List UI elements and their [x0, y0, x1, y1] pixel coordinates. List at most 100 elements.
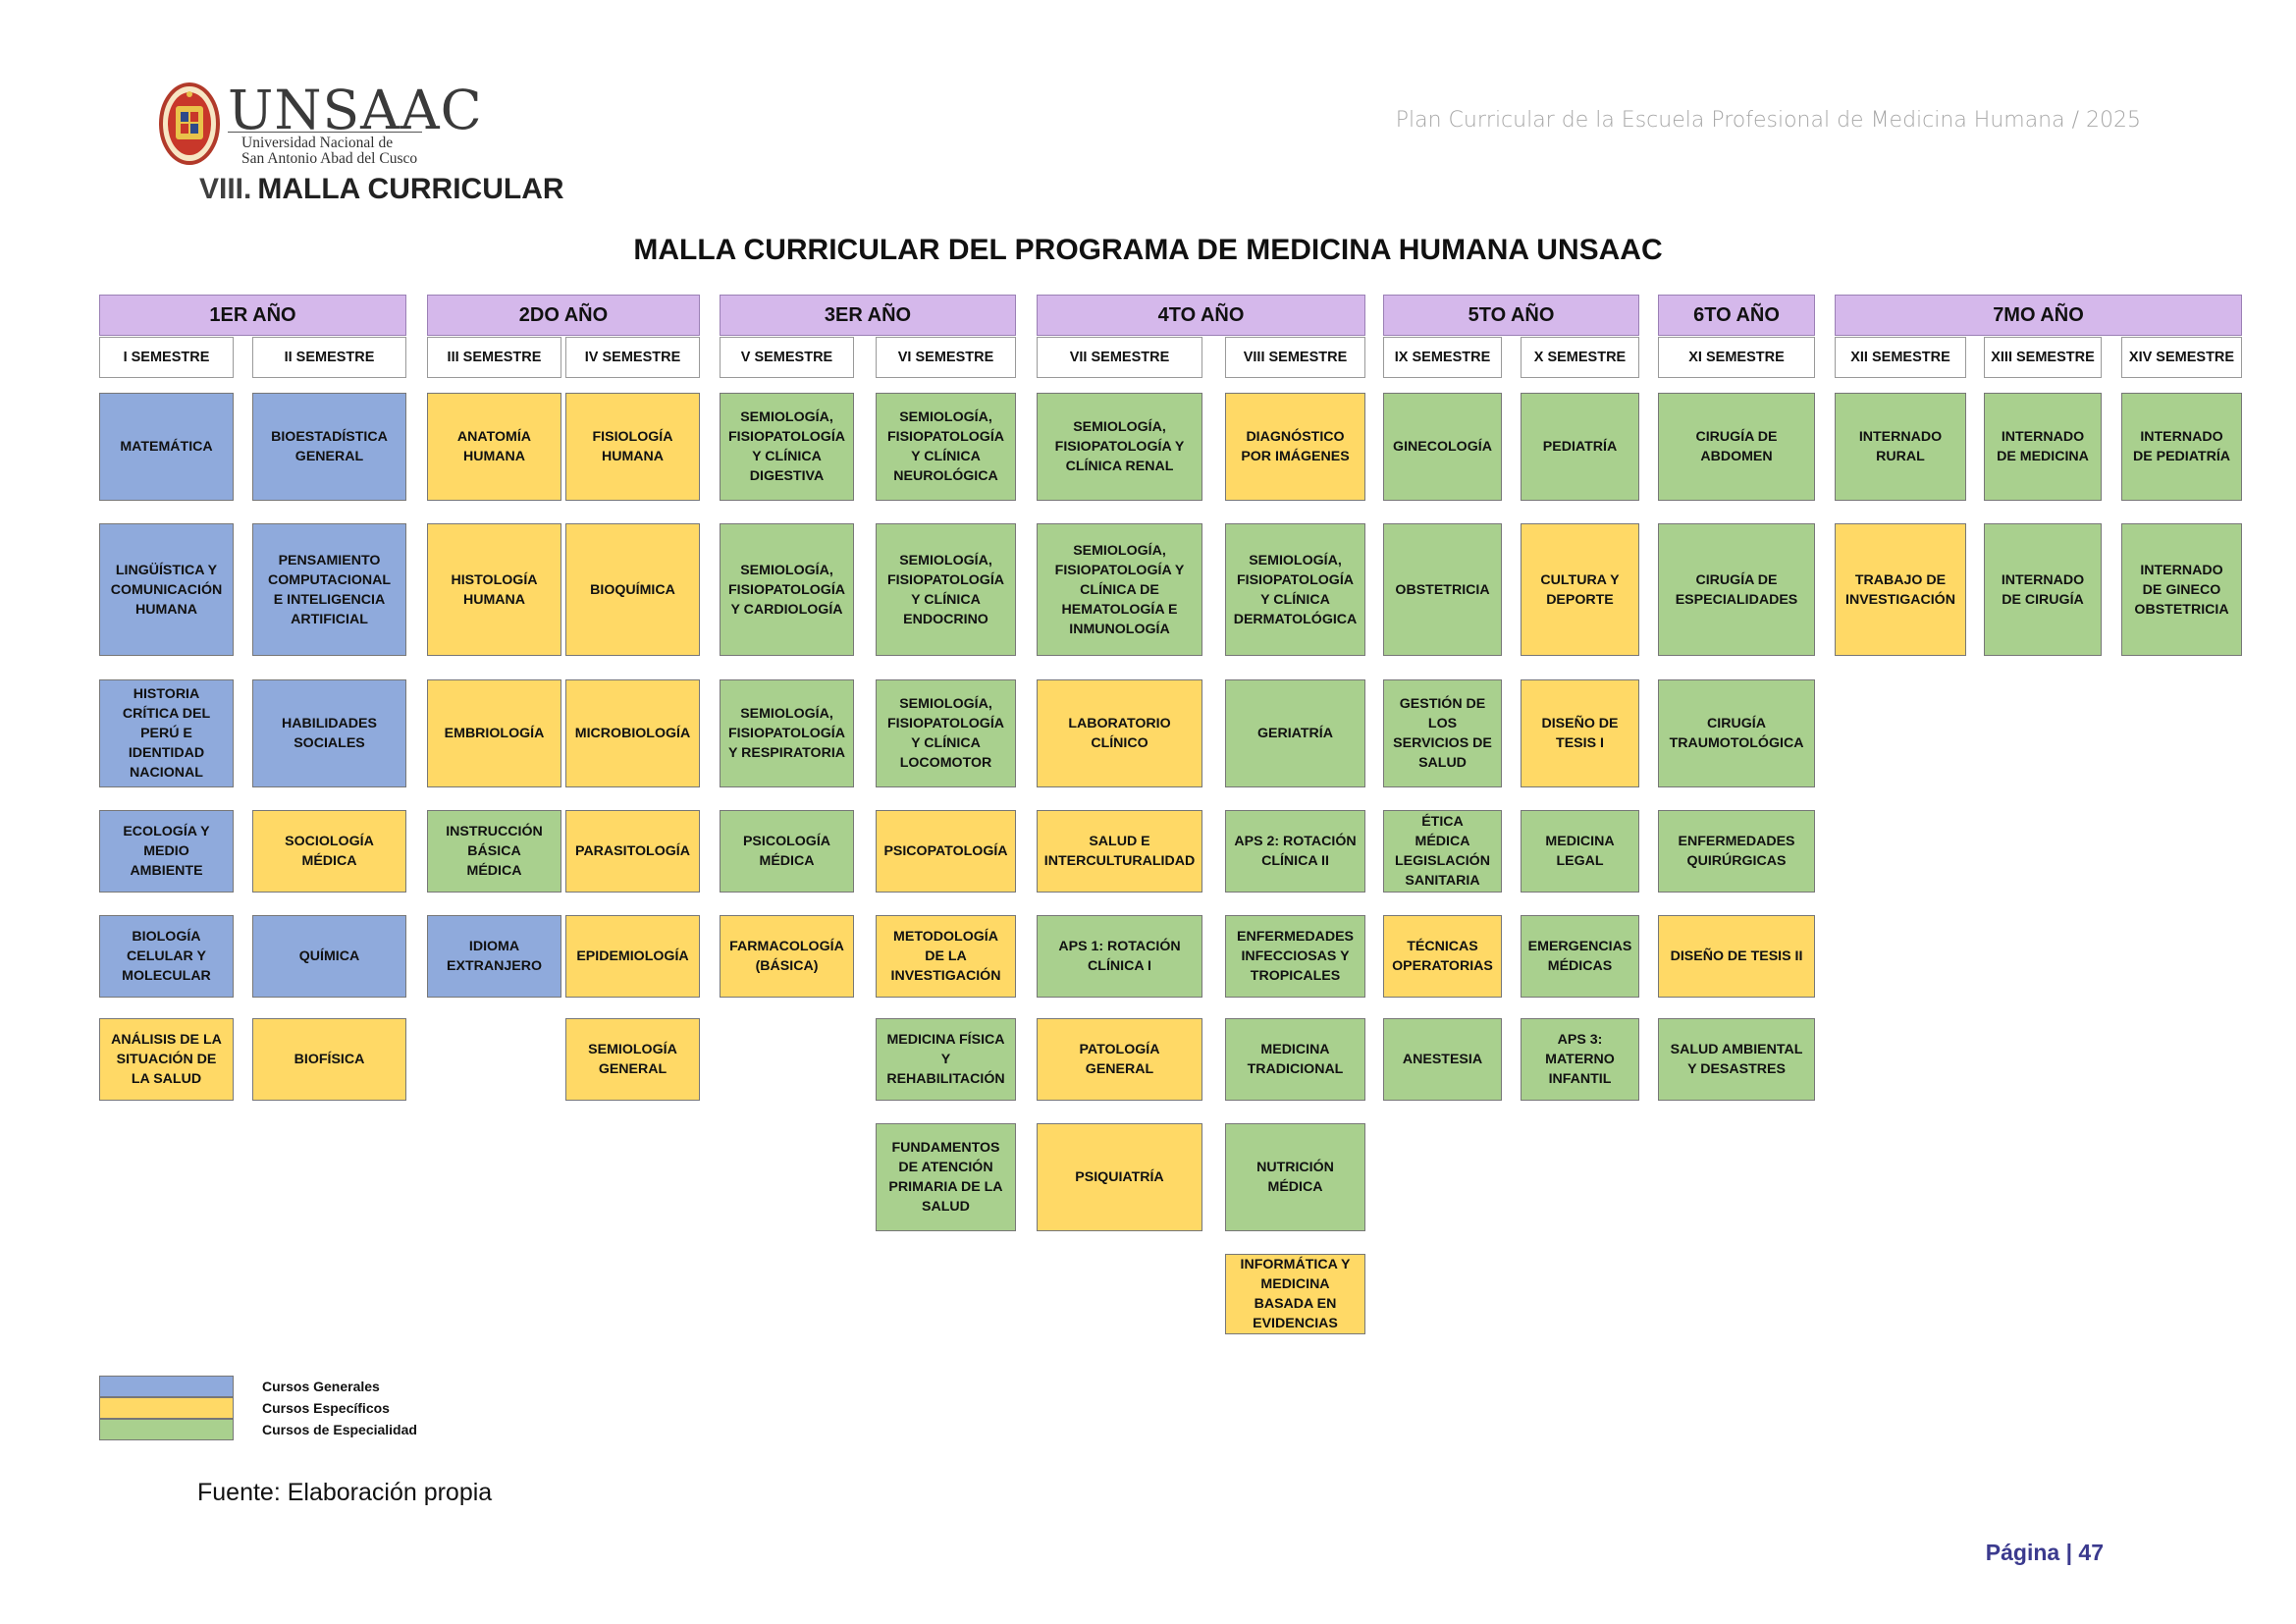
course-name-line: EPIDEMIOLOGÍA: [576, 948, 689, 964]
course-name-line: Y: [940, 1052, 951, 1067]
course-name-line: MEDICINA: [1260, 1042, 1330, 1057]
course-name-line: BÁSICA: [467, 843, 521, 859]
course-name-line: TESIS I: [1556, 735, 1604, 751]
course-name-line: DIGESTIVA: [749, 468, 825, 484]
course-name-line: MEDIO: [143, 843, 189, 859]
course-name-line: SOCIALES: [294, 735, 365, 751]
semester-header: II SEMESTRE: [252, 337, 406, 378]
course-name-line: BIOFÍSICA: [294, 1052, 365, 1067]
course-name-line: MATERNO: [1545, 1052, 1615, 1067]
course-name-line: QUÍMICA: [298, 948, 360, 964]
semester-header: X SEMESTRE: [1521, 337, 1639, 378]
course-name-line: MÉDICA: [466, 863, 522, 879]
course-name-line: LINGÜÍSTICA Y: [115, 562, 218, 578]
course-name-line: SANITARIA: [1405, 873, 1480, 889]
course-cell: OBSTETRICIA: [1383, 523, 1502, 656]
course-cell: MICROBIOLOGÍA: [565, 679, 700, 787]
course-name-line: MÉDICA: [1415, 834, 1470, 849]
course-name-line: FISIOPATOLOGÍA: [727, 726, 845, 741]
course-name-line: CLÍNICA II: [1261, 853, 1329, 869]
course-name-line: MÉDICA: [759, 853, 815, 869]
course-name-line: COMUNICACIÓN: [110, 581, 223, 598]
course-name-line: LOS: [1427, 716, 1458, 731]
course-name-line: INTERNADO: [2140, 429, 2223, 445]
course-cell: FARMACOLOGÍA(BÁSICA): [720, 915, 854, 998]
course-name-line: INTERNADO: [1858, 429, 1943, 445]
course-cell: DISEÑO DE TESIS I: [1521, 679, 1639, 787]
course-cell: BIOQUÍMICA: [565, 523, 700, 656]
course-name-line: SALUD E: [1089, 834, 1150, 849]
course-name-line: BIOQUÍMICA: [590, 581, 675, 598]
course-name-line: IDIOMA: [468, 939, 520, 954]
course-name: PEDIATRÍA: [1543, 437, 1617, 457]
semester-header: I SEMESTRE: [99, 337, 234, 378]
year-header: 7MO AÑO: [1835, 295, 2242, 336]
course-name-line: INFORMÁTICA Y: [1240, 1257, 1351, 1272]
course-name-line: TROPICALES: [1250, 968, 1341, 984]
course-name-line: CLÍNICA RENAL: [1065, 459, 1174, 474]
course-name-line: CRÍTICA DEL: [122, 706, 211, 722]
course-name-line: HUMANA: [462, 591, 526, 608]
course-name-line: PSIQUIATRÍA: [1075, 1169, 1164, 1185]
semester-header: IX SEMESTRE: [1383, 337, 1502, 378]
course-name: HABILIDADES SOCIALES: [282, 714, 377, 753]
course-name-line: DE MEDICINA: [1997, 449, 2089, 464]
course-name-line: HEMATOLOGÍA E: [1061, 601, 1178, 618]
course-name-line: DISEÑO DE: [1541, 716, 1619, 731]
logo-divider: [228, 132, 422, 133]
course-name: EMBRIOLOGÍA: [445, 724, 545, 743]
course-name-line: SEMIOLOGÍA,: [740, 409, 833, 425]
course-name-line: ANÁLISIS DE LA: [111, 1032, 222, 1048]
course-name-line: Y CLÍNICA: [752, 449, 822, 464]
year-header: 2DO AÑO: [427, 295, 700, 336]
course-name: PARASITOLOGÍA: [575, 841, 690, 861]
course-name-line: SEMIOLOGÍA: [588, 1042, 677, 1057]
course-name-line: SERVICIOS DE: [1393, 735, 1492, 751]
course-name: ANESTESIA: [1403, 1050, 1482, 1069]
course-name-line: EXTRANJERO: [447, 958, 542, 974]
course-name-line: FUNDAMENTOS: [891, 1140, 1000, 1156]
legend-label: Cursos de Especialidad: [262, 1422, 417, 1437]
course-name-line: SALUD: [922, 1199, 970, 1215]
course-name-line: MATEMÁTICA: [120, 439, 213, 455]
course-name-line: DISEÑO DE TESIS II: [1670, 948, 1803, 964]
course-name-line: HABILIDADES: [282, 716, 377, 731]
course-name-line: PENSAMIENTO: [278, 552, 381, 568]
course-name-line: OBSTETRICIA: [1395, 581, 1490, 598]
course-name-line: ÉTICA: [1421, 814, 1464, 830]
course-name-line: GINECOLOGÍA: [1393, 439, 1492, 455]
course-name-line: INTERNADO: [2140, 562, 2223, 578]
semester-header: XIV SEMESTRE: [2121, 337, 2242, 378]
course-name-line: HUMANA: [601, 449, 665, 464]
course-name: IDIOMA EXTRANJERO: [447, 937, 542, 976]
